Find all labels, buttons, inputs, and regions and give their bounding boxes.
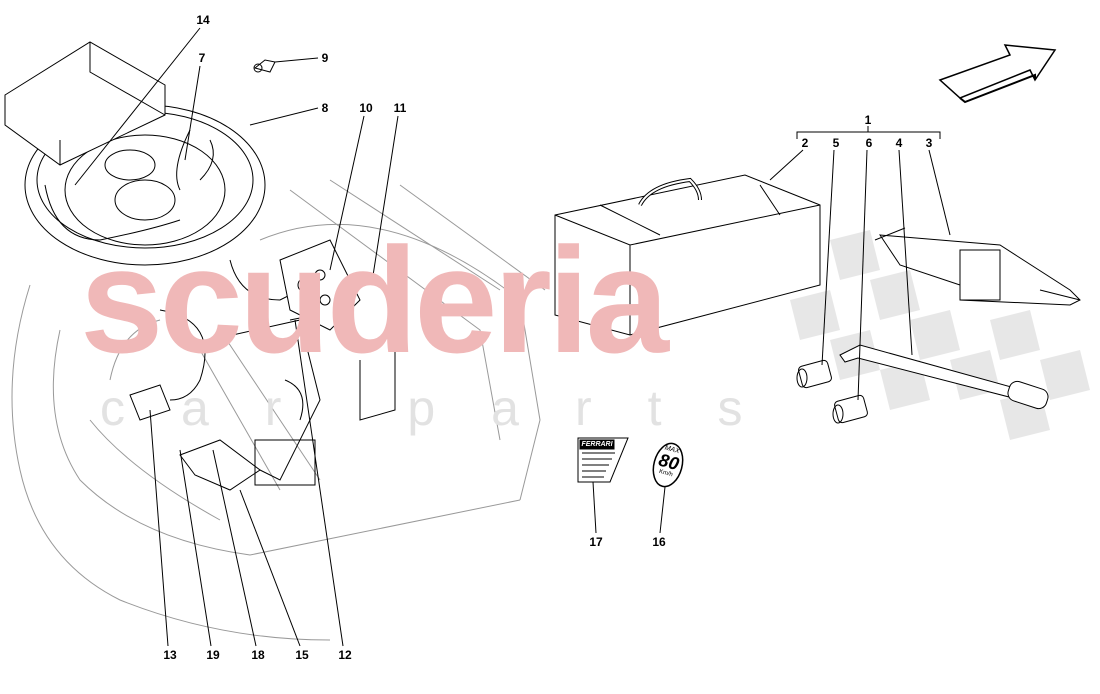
jack bbox=[874, 227, 1081, 306]
callout-7: 7 bbox=[198, 51, 206, 65]
callout-16: 16 bbox=[652, 535, 666, 549]
sockets bbox=[796, 359, 868, 424]
speed-sticker bbox=[652, 442, 684, 488]
callout-2: 2 bbox=[801, 136, 809, 150]
car-trunk-outline bbox=[11, 179, 546, 641]
callout-15: 15 bbox=[295, 648, 309, 662]
callout-18: 18 bbox=[251, 648, 265, 662]
leader-lines bbox=[74, 27, 951, 647]
callout-19: 19 bbox=[206, 648, 220, 662]
callout-5: 5 bbox=[832, 136, 840, 150]
valve bbox=[253, 59, 276, 73]
callout-9: 9 bbox=[321, 51, 329, 65]
callout-3: 3 bbox=[925, 136, 933, 150]
callout-6: 6 bbox=[865, 136, 873, 150]
callout-4: 4 bbox=[895, 136, 903, 150]
manual-brand: FERRARI bbox=[581, 441, 613, 448]
watermark-sub: car parts bbox=[100, 380, 799, 436]
callout-8: 8 bbox=[321, 101, 329, 115]
callout-1: 1 bbox=[864, 113, 872, 127]
callout-14: 14 bbox=[196, 13, 210, 27]
spare-tyre bbox=[4, 41, 266, 266]
callout-17: 17 bbox=[589, 535, 603, 549]
tool-bag bbox=[554, 174, 821, 336]
wheel-wrench bbox=[839, 344, 1049, 410]
callout-10: 10 bbox=[359, 101, 373, 115]
callout-12: 12 bbox=[338, 648, 352, 662]
callout-13: 13 bbox=[163, 648, 177, 662]
straps bbox=[44, 129, 304, 421]
callout-11: 11 bbox=[393, 101, 407, 115]
owner-manual-label bbox=[577, 437, 629, 483]
direction-arrow-icon bbox=[938, 44, 1057, 104]
brackets bbox=[129, 239, 396, 491]
watermark-main: scuderia bbox=[80, 216, 669, 384]
